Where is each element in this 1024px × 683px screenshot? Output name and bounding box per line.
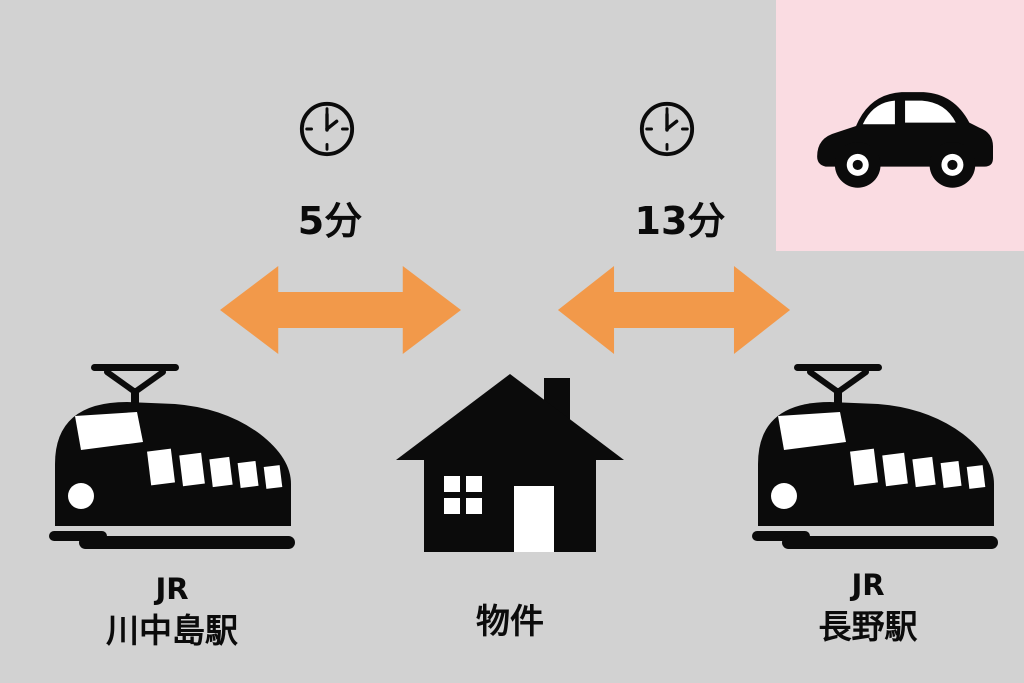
travel-time-right: 13分	[634, 199, 726, 243]
left-station-name: 川中島駅	[106, 611, 238, 651]
left-station-line: JR	[155, 572, 189, 606]
train-icon	[45, 358, 295, 563]
double-arrow-icon	[556, 262, 792, 358]
travel-time-left: 5分	[297, 199, 363, 243]
right-station-name: 長野駅	[818, 607, 918, 647]
property-label: 物件	[476, 602, 544, 642]
car-icon	[807, 57, 993, 195]
right-station-label: JR 長野駅	[819, 566, 918, 650]
double-arrow-icon	[218, 262, 463, 358]
clock-icon	[298, 100, 356, 158]
right-station-line: JR	[851, 568, 885, 602]
car-highlight-panel	[776, 0, 1024, 251]
left-station-label: JR 川中島駅	[106, 570, 238, 654]
train-icon	[748, 358, 998, 563]
clock-icon	[638, 100, 696, 158]
house-icon	[394, 370, 626, 560]
